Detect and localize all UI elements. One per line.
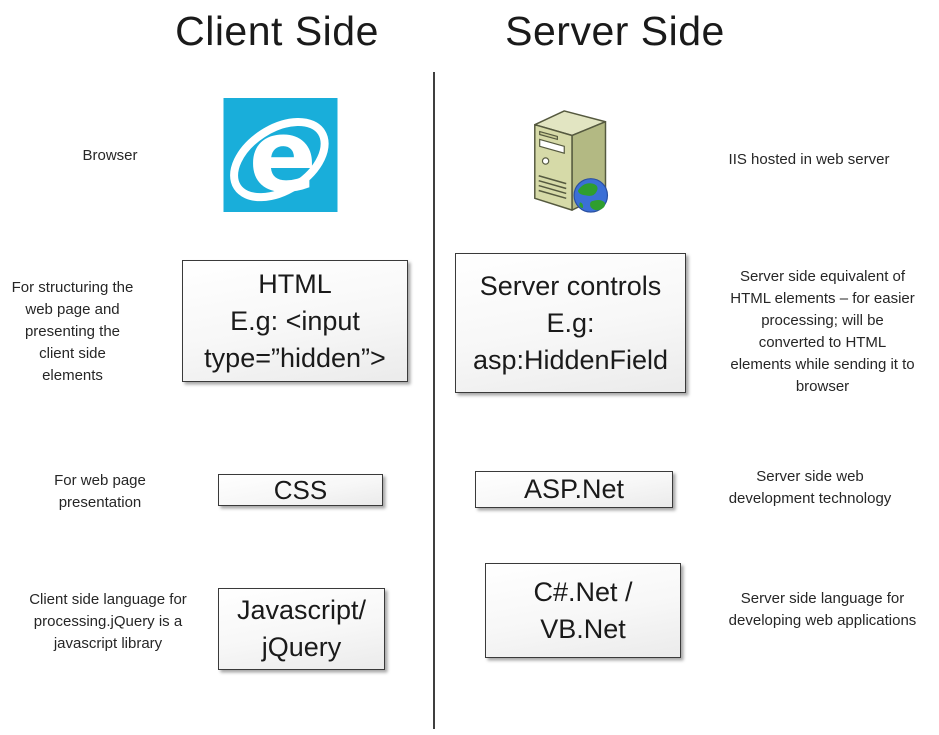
html-description: For structuring the web page and present… <box>11 279 134 384</box>
browser-label: Browser <box>82 147 138 164</box>
javascript-description: Client side language for processing.jQue… <box>29 591 187 652</box>
css-box: CSS <box>218 474 383 506</box>
css-description: For web page presentation <box>54 472 146 511</box>
html-box: HTML E.g: <input type=”hidden”> <box>182 260 408 382</box>
internet-explorer-logo: e <box>223 97 338 214</box>
column-divider <box>433 72 435 729</box>
ie-letter-e: e <box>249 98 317 212</box>
csharp-vbnet-box: C#.Net / VB.Net <box>485 563 681 658</box>
client-side-title: Client Side <box>175 8 379 54</box>
aspnet-description: Server side web development technology <box>728 468 892 507</box>
web-server-icon <box>528 107 628 222</box>
javascript-jquery-box: Javascript/ jQuery <box>218 588 385 670</box>
aspnet-box: ASP.Net <box>475 471 673 508</box>
server-controls-box: Server controls E.g: asp:HiddenField <box>455 253 686 393</box>
globe-icon <box>573 178 609 213</box>
server-side-title: Server Side <box>505 8 725 54</box>
internet-explorer-icon: e <box>223 97 338 217</box>
iis-label: IIS hosted in web server <box>728 151 890 168</box>
server-language-description: Server side language for developing web … <box>728 590 917 629</box>
server-controls-description: Server side equivalent of HTML elements … <box>730 268 915 395</box>
server-tower-graphic <box>534 110 609 213</box>
server-drive-slots <box>539 130 565 165</box>
ie-orbit-ring <box>230 117 329 202</box>
server-vent-lines <box>538 175 567 200</box>
